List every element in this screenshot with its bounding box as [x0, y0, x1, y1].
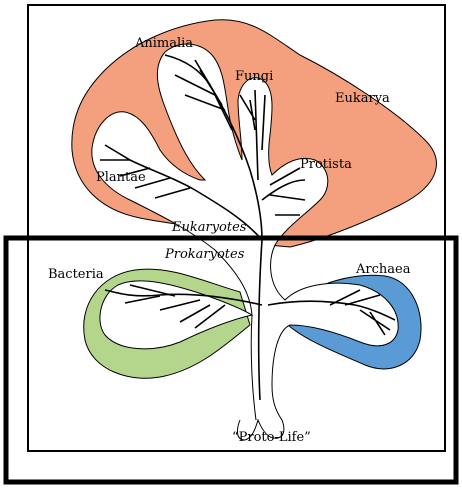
fungi-label: Fungi [235, 69, 273, 84]
animalia-label: Animalia [134, 36, 193, 51]
proto-life-label: “Proto-Life” [232, 430, 311, 445]
archaea-label: Archaea [355, 262, 411, 277]
eukarya-label: Eukarya [335, 91, 390, 106]
eukaryotes-label: Eukaryotes [171, 220, 247, 235]
plantae-label: Plantae [96, 170, 146, 185]
bacteria-label: Bacteria [48, 267, 104, 282]
protista-label: Protista [300, 157, 352, 172]
prokaryotes-label: Prokaryotes [164, 247, 245, 262]
